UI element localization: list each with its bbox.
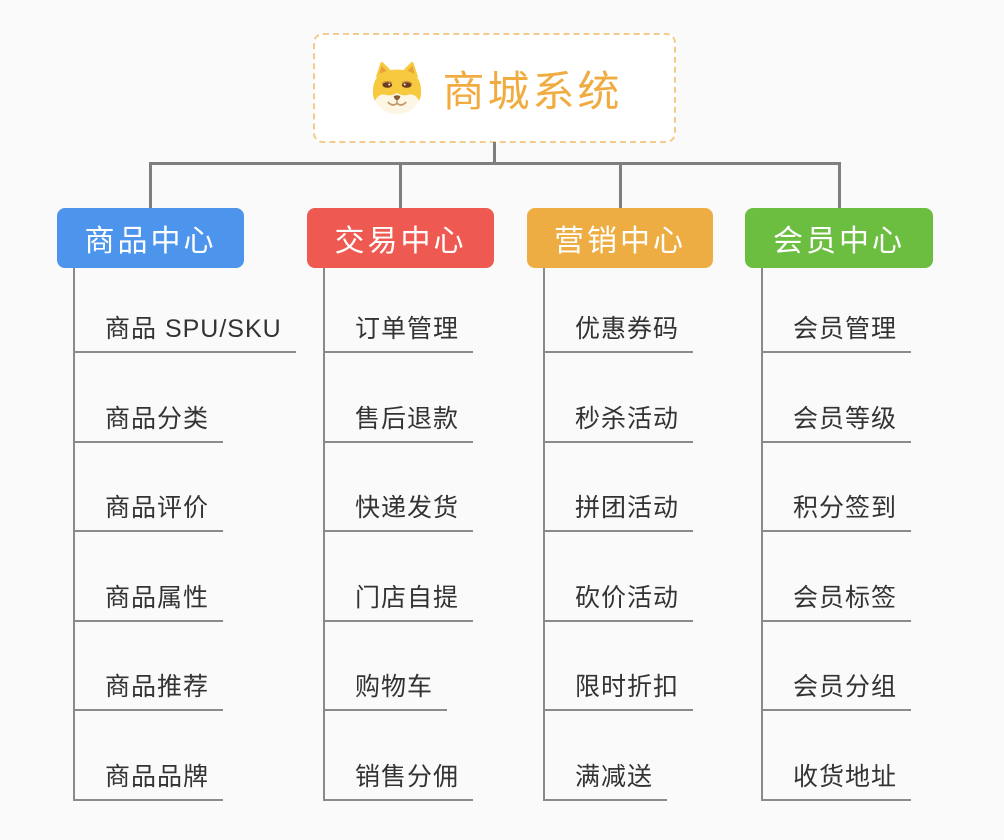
branch-node-2[interactable]: 交易中心 bbox=[307, 208, 494, 268]
branch-node-3[interactable]: 营销中心 bbox=[527, 208, 713, 268]
leaf-node[interactable]: 会员等级 bbox=[761, 399, 912, 443]
branch-trunk-line bbox=[543, 268, 545, 801]
leaf-node[interactable]: 会员分组 bbox=[761, 667, 912, 711]
leaf-node[interactable]: 会员管理 bbox=[761, 309, 912, 353]
branch-trunk-line bbox=[73, 268, 75, 801]
branch-node-1[interactable]: 商品中心 bbox=[57, 208, 244, 268]
leaf-node[interactable]: 收货地址 bbox=[761, 757, 912, 801]
branch-drop-line bbox=[399, 162, 402, 210]
leaf-node[interactable]: 积分签到 bbox=[761, 488, 912, 532]
leaf-node[interactable]: 会员标签 bbox=[761, 578, 912, 622]
leaf-node[interactable]: 订单管理 bbox=[323, 309, 474, 353]
root-stem-line bbox=[493, 142, 496, 164]
leaf-node[interactable]: 满减送 bbox=[543, 757, 668, 801]
shiba-dog-icon bbox=[373, 61, 422, 115]
leaf-node[interactable]: 快递发货 bbox=[323, 488, 474, 532]
root-title: 商城系统 bbox=[442, 67, 623, 115]
leaf-node[interactable]: 商品评价 bbox=[73, 488, 224, 532]
leaf-node[interactable]: 商品品牌 bbox=[73, 757, 224, 801]
branch-drop-line bbox=[837, 162, 841, 210]
branch-trunk-line bbox=[761, 268, 763, 801]
branch-node-4[interactable]: 会员中心 bbox=[745, 208, 933, 268]
leaf-node[interactable]: 商品 SPU/SKU bbox=[73, 309, 296, 353]
leaf-node[interactable]: 商品分类 bbox=[73, 399, 224, 443]
branch-bus-line bbox=[149, 162, 841, 165]
leaf-node[interactable]: 购物车 bbox=[323, 667, 448, 711]
branch-drop-line bbox=[618, 162, 622, 210]
branch-trunk-line bbox=[323, 268, 325, 801]
leaf-node[interactable]: 门店自提 bbox=[323, 578, 474, 622]
leaf-node[interactable]: 销售分佣 bbox=[323, 757, 474, 801]
leaf-node[interactable]: 限时折扣 bbox=[543, 667, 694, 711]
root-node[interactable]: 商城系统 bbox=[313, 33, 676, 143]
leaf-node[interactable]: 拼团活动 bbox=[543, 488, 694, 532]
leaf-node[interactable]: 售后退款 bbox=[323, 399, 474, 443]
leaf-node[interactable]: 秒杀活动 bbox=[543, 399, 694, 443]
leaf-node[interactable]: 砍价活动 bbox=[543, 578, 694, 622]
leaf-node[interactable]: 商品属性 bbox=[73, 578, 224, 622]
leaf-node[interactable]: 商品推荐 bbox=[73, 667, 224, 711]
branch-drop-line bbox=[149, 162, 152, 210]
leaf-node[interactable]: 优惠券码 bbox=[543, 309, 694, 353]
